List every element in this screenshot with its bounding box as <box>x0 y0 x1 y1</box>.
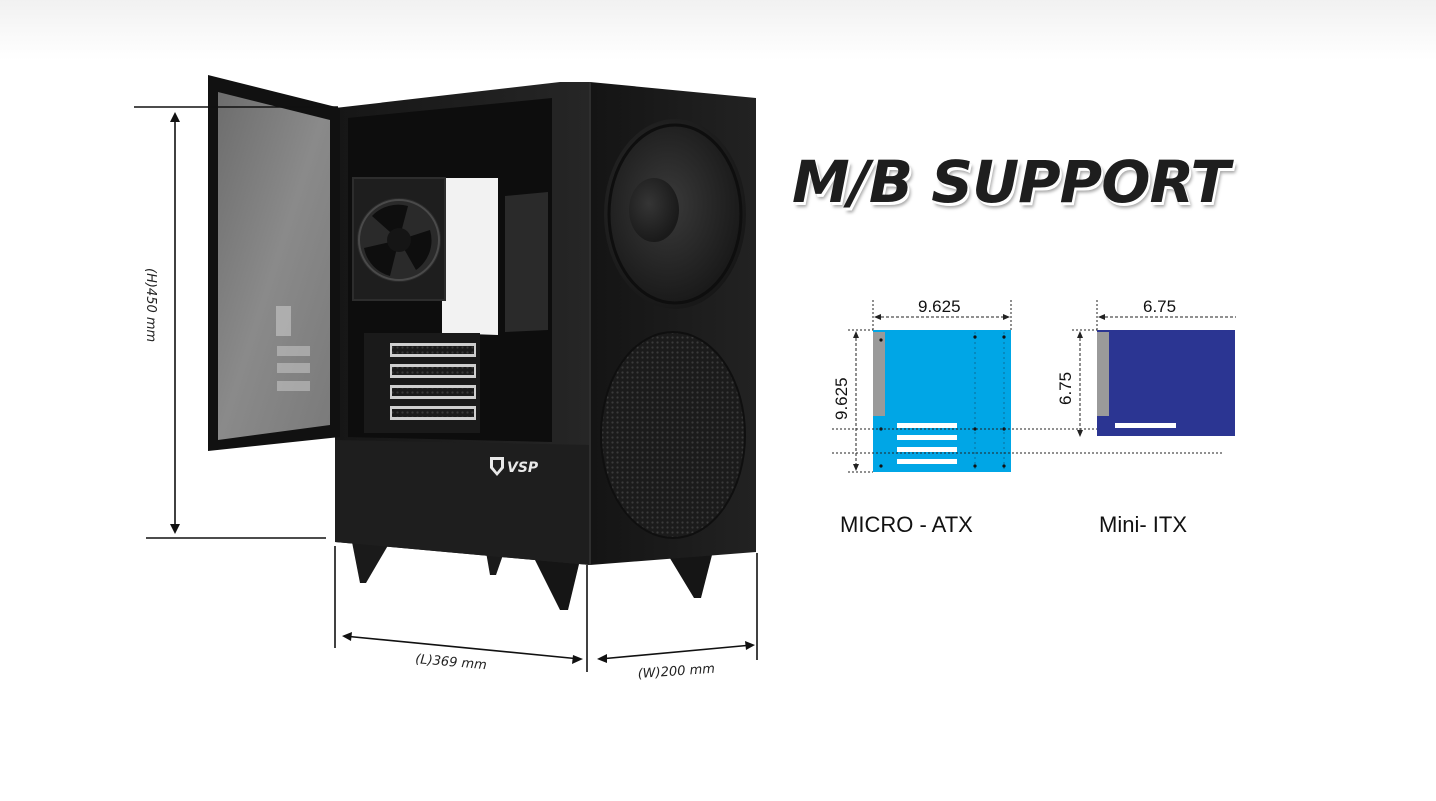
mini-itx-board <box>1097 330 1235 436</box>
micro-atx-width-value: 9.625 <box>918 297 961 316</box>
pcie-slot <box>1115 423 1176 428</box>
case-foot <box>352 542 390 583</box>
case-interior-opening <box>442 178 498 335</box>
length-dimension-label: (L)369 mm <box>415 652 488 673</box>
rear-fan <box>352 177 446 301</box>
micro-atx-diagram <box>832 300 1222 473</box>
case-foot <box>668 555 712 598</box>
case-psu-shroud-panel <box>505 192 548 332</box>
mini-itx-label: Mini- ITX <box>1099 512 1187 537</box>
width-dimension-label: (W)200 mm <box>637 662 715 682</box>
height-dimension-label: (H)450 mm <box>143 268 158 342</box>
case-foot <box>535 560 580 610</box>
io-shield-area <box>1097 332 1109 416</box>
pcie-slot <box>897 423 957 428</box>
pcie-slot <box>897 447 957 452</box>
pcie-slot <box>897 459 957 464</box>
svg-text:VSP: VSP <box>507 460 539 476</box>
io-shield-area <box>873 332 885 416</box>
micro-atx-height-value: 9.625 <box>832 377 851 420</box>
pc-case: VSP <box>208 75 756 610</box>
pcie-slot <box>897 435 957 440</box>
mini-itx-width-value: 6.75 <box>1143 297 1177 316</box>
expansion-slots <box>364 333 480 433</box>
front-speaker-dust-cap <box>629 178 679 242</box>
page-title: M/B SUPPORT <box>792 148 1230 216</box>
case-psu-section <box>335 440 590 565</box>
vsp-logo: VSP <box>490 457 539 476</box>
mini-itx-diagram <box>1072 300 1236 437</box>
dimension-annotations <box>134 106 758 672</box>
glass-side-door-glass <box>218 92 330 440</box>
case-foot <box>486 552 504 575</box>
mini-itx-height-value: 6.75 <box>1056 371 1075 405</box>
front-mesh-grille <box>601 332 745 538</box>
micro-atx-label: MICRO - ATX <box>840 512 973 537</box>
